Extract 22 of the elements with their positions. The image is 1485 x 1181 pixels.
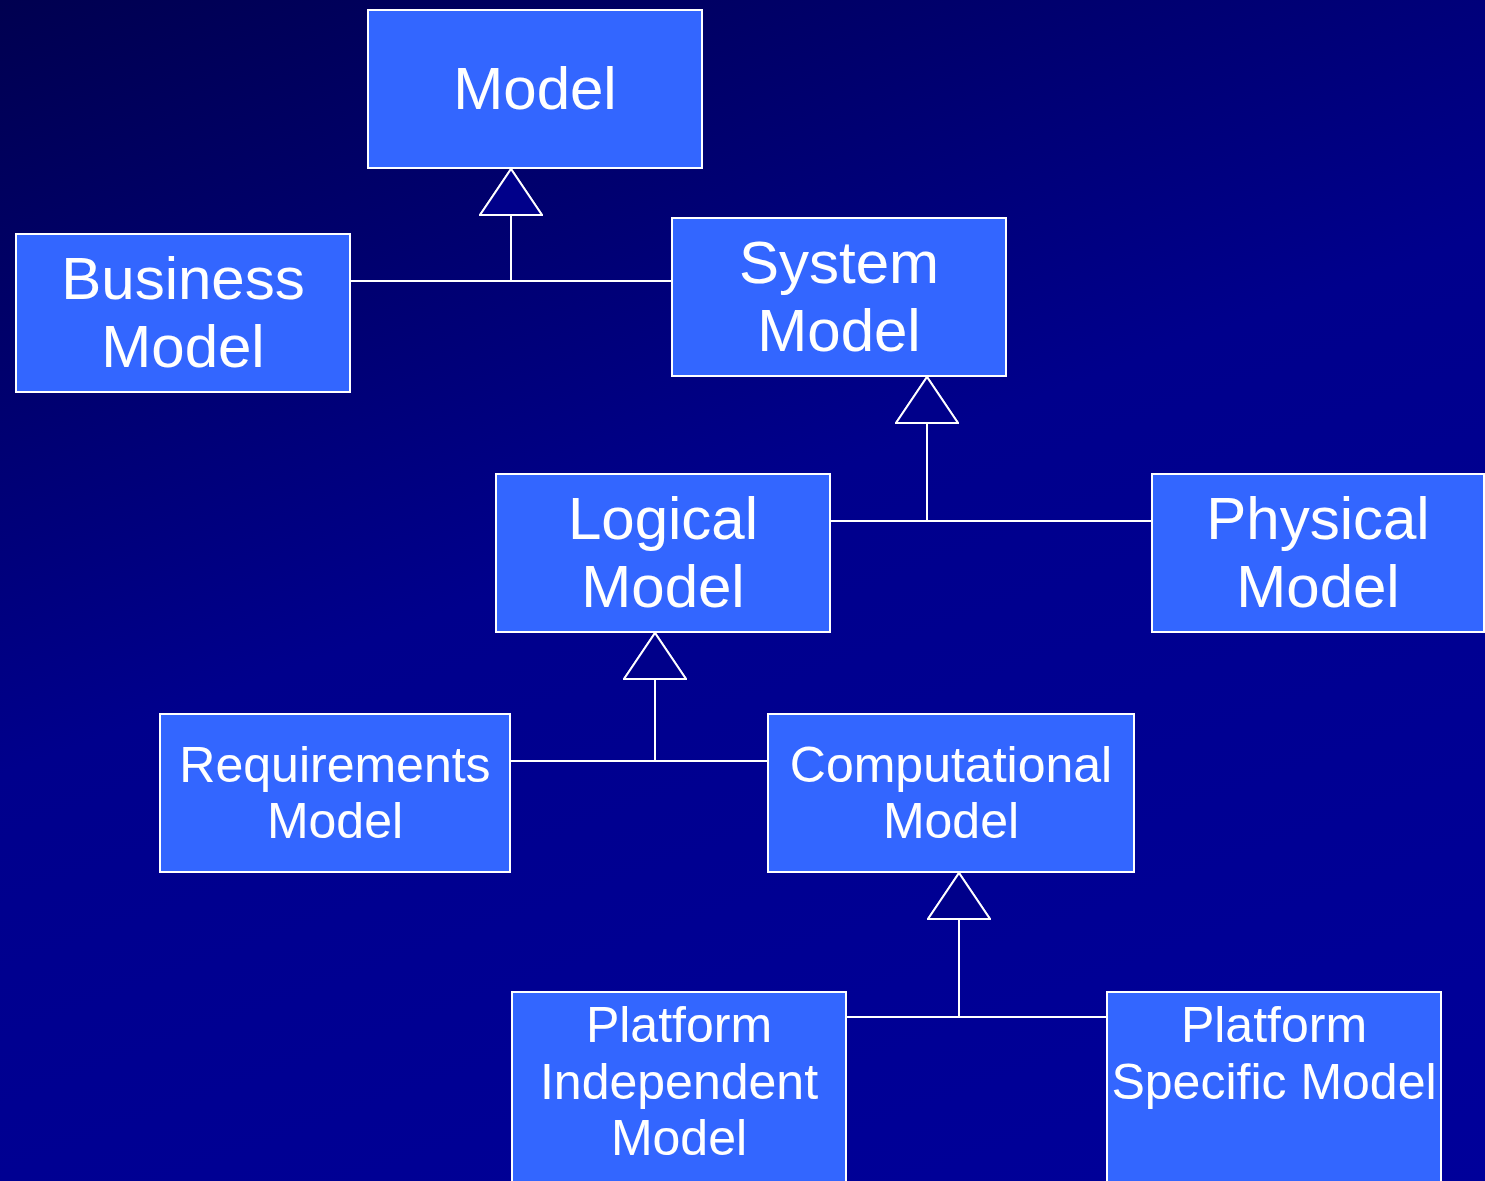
class-name: Computational Model bbox=[788, 736, 1114, 850]
class-name: Logical Model bbox=[566, 485, 760, 621]
class-box bbox=[159, 713, 511, 873]
class-box bbox=[1106, 991, 1442, 1181]
class-box bbox=[367, 9, 703, 169]
class-name: Requirements Model bbox=[178, 736, 492, 850]
class-name: Business Model bbox=[60, 245, 306, 381]
class-box bbox=[511, 991, 847, 1181]
generalization-arrow bbox=[927, 872, 1107, 1018]
class-name: Platform Independent Model bbox=[538, 997, 820, 1167]
class-box bbox=[495, 473, 831, 633]
class-name: Physical Model bbox=[1205, 485, 1431, 621]
class-box bbox=[767, 713, 1135, 873]
generalization-arrow bbox=[479, 168, 672, 282]
class-name: Model bbox=[453, 55, 617, 123]
class-name: System Model bbox=[737, 229, 940, 365]
generalization-arrow bbox=[895, 376, 1152, 522]
generalization-arrow bbox=[623, 632, 768, 762]
class-box bbox=[1151, 473, 1485, 633]
class-box bbox=[671, 217, 1007, 377]
class-name: Platform Specific Model bbox=[1110, 997, 1438, 1110]
class-box bbox=[15, 233, 351, 393]
